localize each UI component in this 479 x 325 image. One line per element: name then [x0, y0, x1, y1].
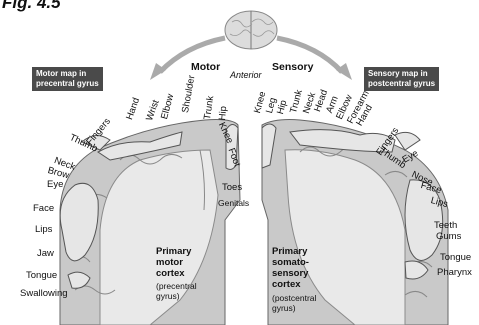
motor-label-jaw: Jaw	[37, 249, 54, 259]
motor-title-line-2: motor	[156, 257, 191, 268]
brain-top-view-icon	[225, 11, 277, 49]
sensory-map-box: Sensory map in postcentral gyrus	[364, 67, 439, 91]
sensory-label-teeth: Teeth	[434, 221, 457, 231]
motor-label-tongue: Tongue	[26, 271, 57, 281]
motor-map-box: Motor map in precentral gyrus	[32, 67, 103, 91]
sensory-label-gums: Gums	[436, 232, 461, 242]
anterior-label: Anterior	[230, 70, 262, 80]
sensory-title-line-1: Primary	[272, 246, 309, 257]
sensory-sub-line-2: gyrus)	[272, 303, 316, 313]
sensory-sub-line-1: (postcentral	[272, 293, 316, 303]
motor-label-eye: Eye	[47, 180, 63, 190]
sensory-header: Sensory	[272, 61, 313, 73]
primary-somatosensory-cortex-title: Primary somato- sensory cortex	[272, 246, 309, 290]
motor-header: Motor	[191, 61, 220, 73]
motor-title-line-1: Primary	[156, 246, 191, 257]
midline-label-genitals: Genitals	[218, 199, 249, 208]
sensory-map-line-1: Sensory map in	[368, 69, 435, 79]
motor-sub-line-1: (precentral	[156, 281, 197, 291]
motor-label-swallowing: Swallowing	[20, 289, 68, 299]
primary-motor-cortex-title: Primary motor cortex	[156, 246, 191, 279]
motor-sub-line-2: gyrus)	[156, 291, 197, 301]
motor-map-line-1: Motor map in	[36, 69, 99, 79]
sensory-title-line-2: somato-	[272, 257, 309, 268]
sensory-label-tongue: Tongue	[440, 253, 471, 263]
motor-label-lips: Lips	[35, 225, 52, 235]
sensory-title-line-3: sensory	[272, 268, 309, 279]
motor-label-hip: Hip	[218, 106, 229, 121]
precentral-gyrus-note: (precentral gyrus)	[156, 281, 197, 301]
midline-label-toes: Toes	[222, 183, 242, 193]
figure-label: Fig. 4.5	[2, 0, 61, 13]
sensory-map-line-2: postcentral gyrus	[368, 79, 435, 89]
postcentral-gyrus-note: (postcentral gyrus)	[272, 293, 316, 313]
motor-title-line-3: cortex	[156, 268, 191, 279]
sensory-title-line-4: cortex	[272, 279, 309, 290]
motor-map-line-2: precentral gyrus	[36, 79, 99, 89]
motor-label-face: Face	[33, 204, 54, 214]
sensory-label-pharynx: Pharynx	[437, 268, 472, 278]
